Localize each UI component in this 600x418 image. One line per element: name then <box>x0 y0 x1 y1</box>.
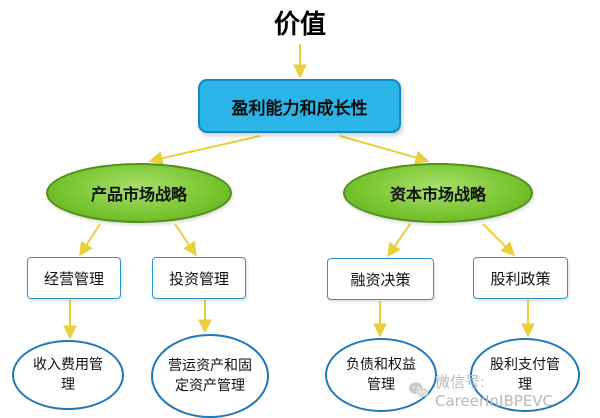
diagram-title: 价值 <box>273 9 326 40</box>
arrow-capital-to-dividend <box>482 223 515 256</box>
root-node-profitability-growth: 盈利能力和成长性 <box>198 79 401 133</box>
node-financing-decision: 融资决策 <box>327 258 434 300</box>
leaf-asset-management: 营运资产和固定资产管理 <box>151 334 269 418</box>
arrow-product-to-investment <box>174 223 197 257</box>
arrow-root-to-capital <box>339 135 430 165</box>
leaf-liabilities-equity-label: 负债和权益管理 <box>346 357 416 393</box>
strategy-node-capital-market: 资本市场战略 <box>343 163 533 223</box>
watermark-text: 微信号: CareerInIBPEVC <box>435 372 554 410</box>
strategy-node-product-market: 产品市场战略 <box>46 163 232 223</box>
arrow-capital-to-financing <box>387 223 411 258</box>
node-investment-management: 投资管理 <box>152 257 246 299</box>
leaf-dividend-payout-label: 股利支付管理 <box>490 357 560 393</box>
leaf-dividend-payout-management: 股利支付管理 <box>470 338 580 412</box>
node-dividend-policy: 股利政策 <box>473 257 568 299</box>
leaf-income-expense-management: 收入费用管理 <box>12 340 124 410</box>
leaf-asset-label: 营运资产和固定资产管理 <box>168 358 252 394</box>
node-operating-management: 经营管理 <box>27 257 121 299</box>
arrow-product-to-operating <box>79 223 101 257</box>
arrow-root-to-product <box>148 135 261 166</box>
leaf-income-expense-label: 收入费用管理 <box>33 357 103 393</box>
watermark: 微信号: CareerInIBPEVC <box>408 373 600 410</box>
leaf-liabilities-equity-management: 负债和权益管理 <box>325 338 437 412</box>
wechat-icon <box>408 382 429 397</box>
